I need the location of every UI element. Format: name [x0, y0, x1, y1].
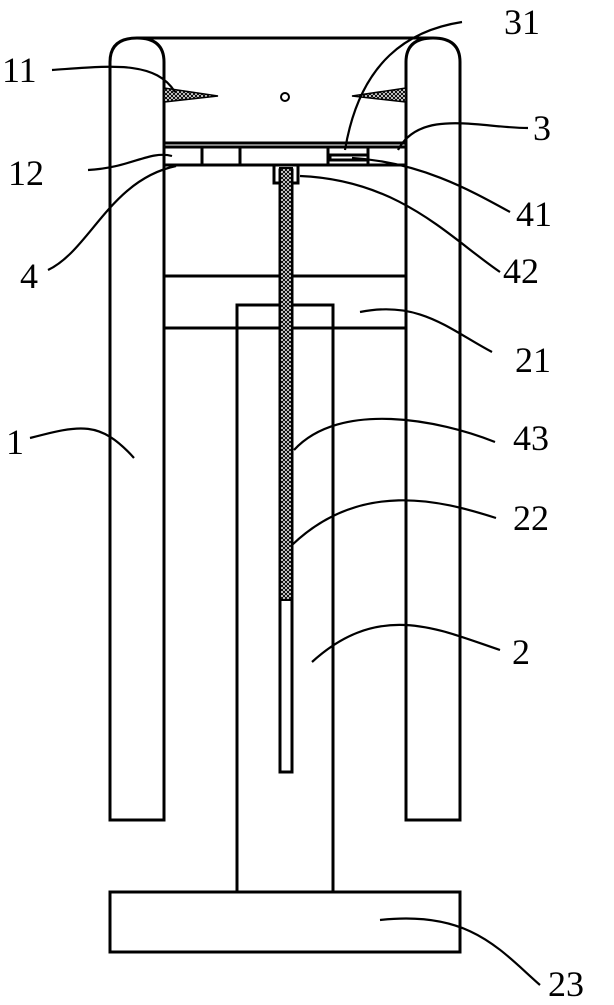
label-4: 4 — [20, 256, 38, 296]
center-dot — [280, 92, 290, 102]
plate-center-part — [238, 145, 330, 167]
base-plate — [108, 890, 462, 954]
leader-23 — [379, 917, 541, 986]
label-31: 31 — [504, 2, 540, 42]
label-3: 3 — [533, 108, 551, 148]
tab-41 — [328, 153, 370, 162]
housing-cup-inner — [162, 80, 408, 145]
label-1: 1 — [6, 422, 24, 462]
label-22: 22 — [513, 498, 549, 538]
label-41: 41 — [516, 194, 552, 234]
label-12: 12 — [8, 153, 44, 193]
label-11: 11 — [2, 50, 37, 90]
label-42: 42 — [503, 251, 539, 291]
leader-2 — [311, 623, 501, 663]
leader-11 — [51, 65, 176, 93]
leader-12 — [87, 153, 173, 172]
label-2: 2 — [512, 632, 530, 672]
leader-3 — [397, 122, 529, 151]
label-23: 23 — [548, 964, 584, 1000]
leader-4 — [47, 164, 177, 271]
leader-41 — [351, 156, 511, 213]
leader-21 — [359, 308, 493, 353]
housing-right-wall — [404, 36, 462, 822]
leader-22 — [291, 499, 497, 546]
leader-43 — [293, 417, 496, 451]
rod — [279, 167, 293, 601]
needle-left — [163, 87, 219, 103]
needle-right — [351, 87, 407, 103]
leader-1 — [29, 427, 135, 459]
label-21: 21 — [515, 340, 551, 380]
label-43: 43 — [513, 418, 549, 458]
leader-31 — [343, 20, 463, 151]
leader-42 — [299, 174, 501, 273]
